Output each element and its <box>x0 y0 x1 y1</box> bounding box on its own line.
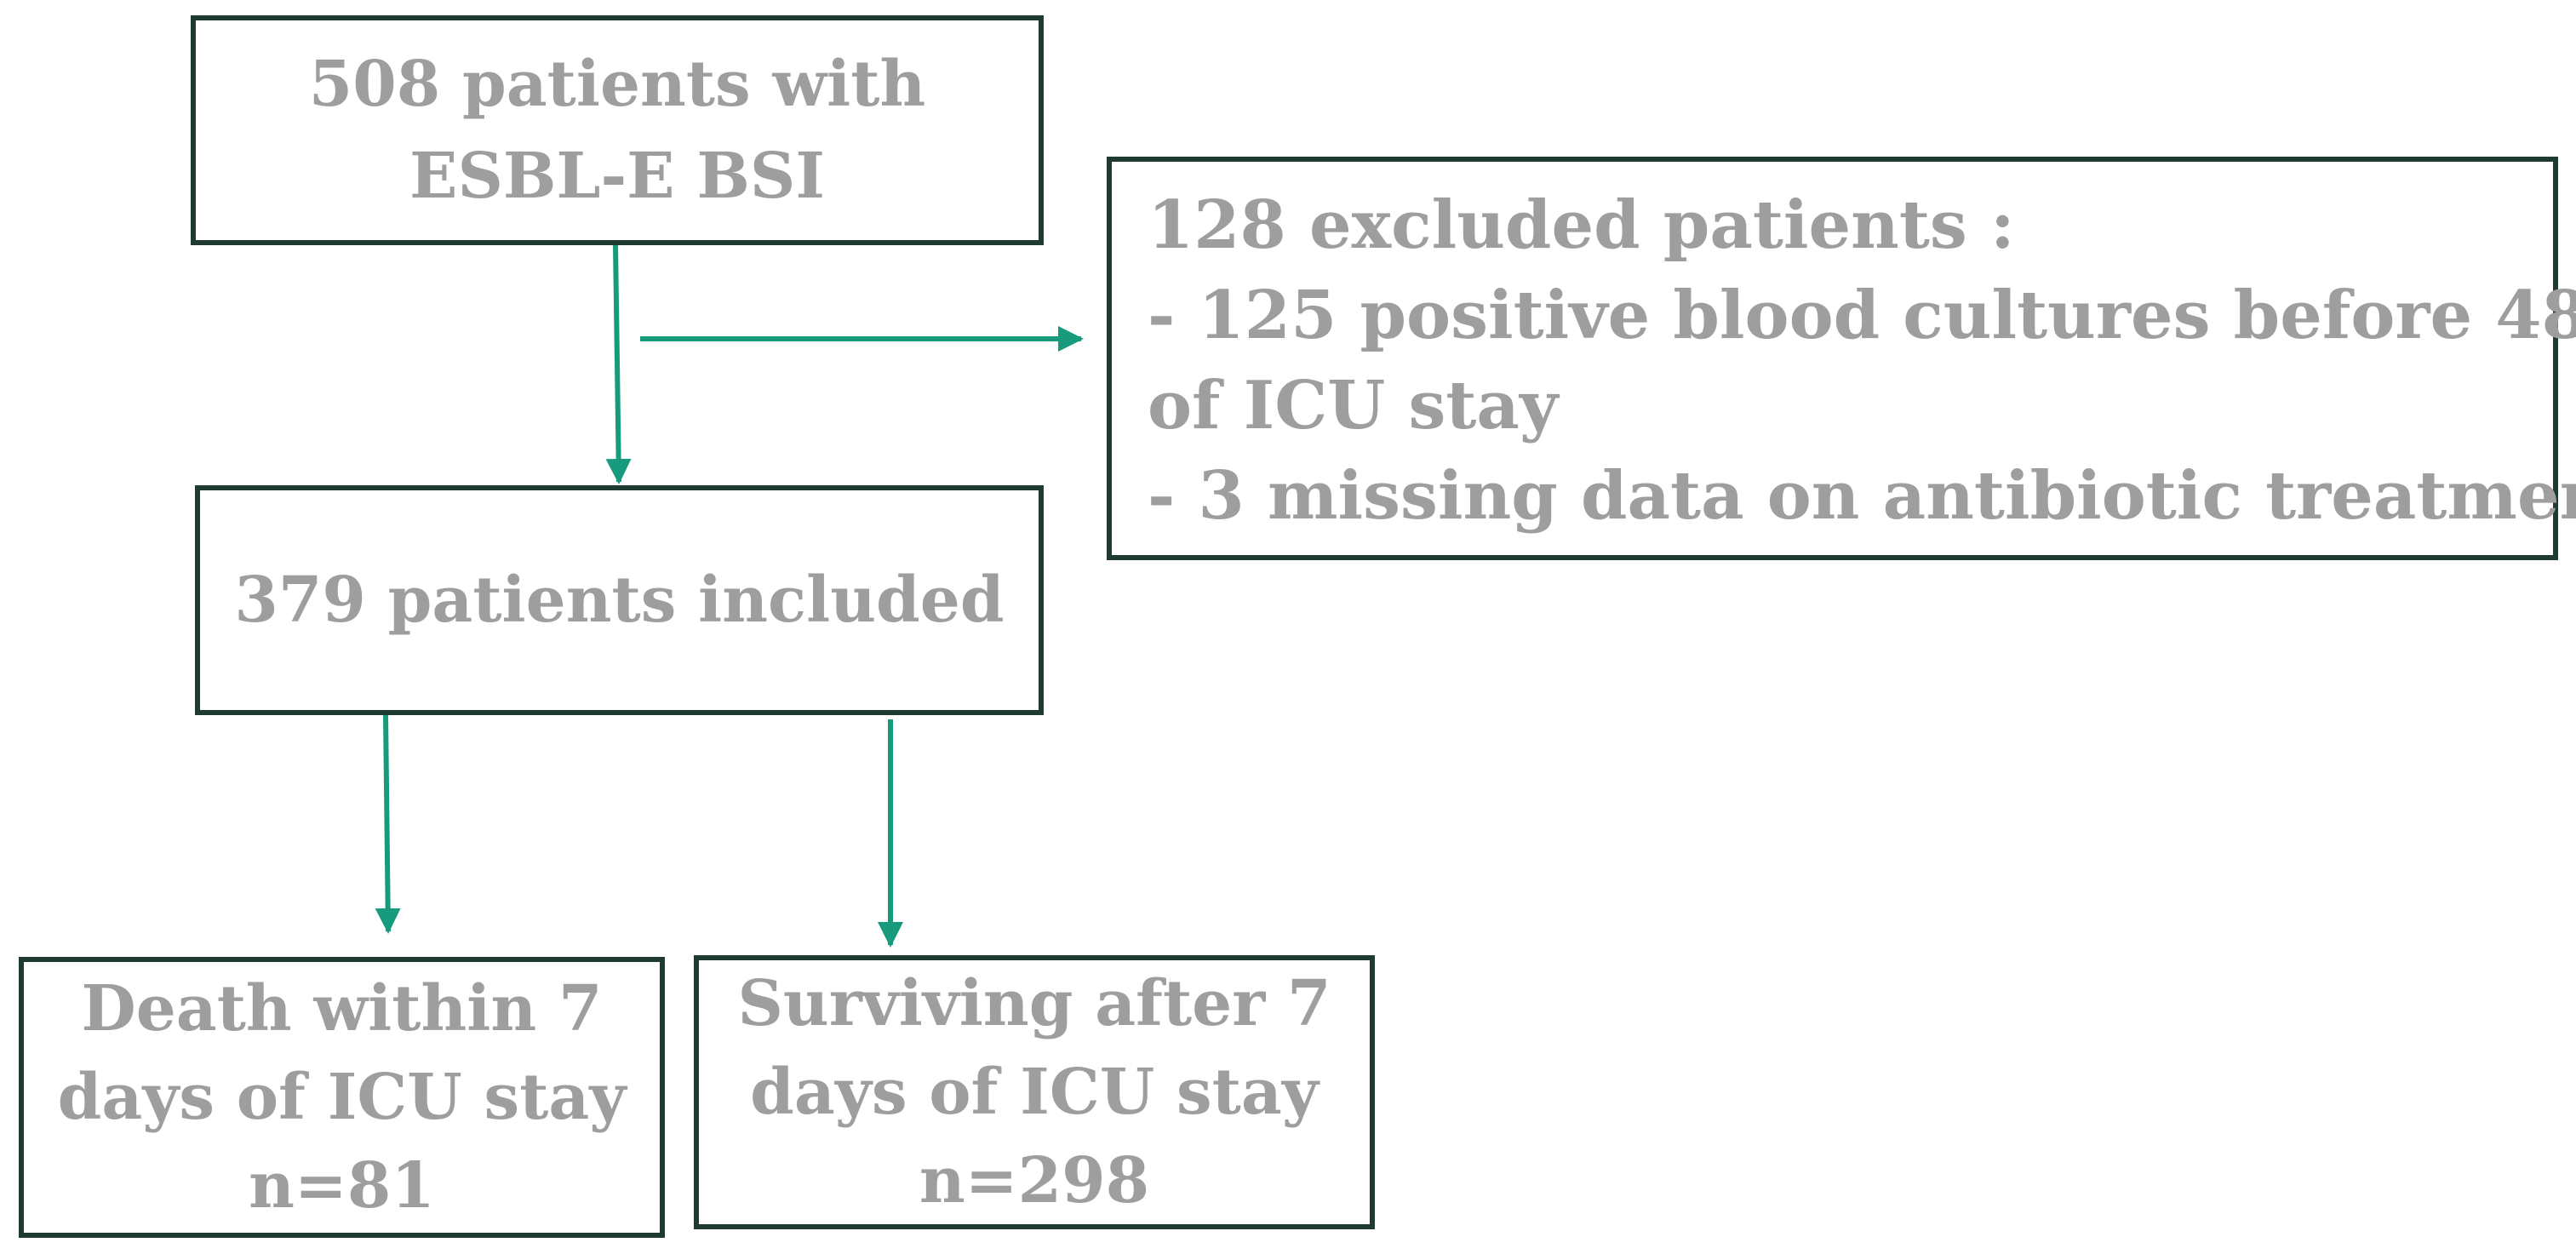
survival-outcome-line: Surviving after 7 <box>737 967 1331 1040</box>
death-outcome-count: n=81 <box>249 1149 435 1223</box>
enrolled-patients-line: ESBL-E BSI <box>409 140 825 213</box>
death-outcome-line: Death within 7 <box>81 972 603 1045</box>
death-outcome-line: days of ICU stay <box>57 1061 627 1134</box>
excluded-reason-line: - 3 missing data on antibiotic treatment <box>1148 457 2576 535</box>
survival-outcome-count: n=298 <box>919 1144 1150 1217</box>
enrolled-patients-box: 508 patients with ESBL-E BSI <box>191 15 1044 245</box>
included-patients-line: 379 patients included <box>234 564 1005 637</box>
death-outcome-box: Death within 7 days of ICU stay n=81 <box>19 957 665 1238</box>
excluded-patients-heading: 128 excluded patients : <box>1148 186 2015 264</box>
included-patients-box: 379 patients included <box>195 485 1044 715</box>
arrow-included-to-death <box>375 714 401 934</box>
arrow-enrolled-to-included <box>605 244 632 484</box>
survival-outcome-box: Surviving after 7 days of ICU stay n=298 <box>694 955 1375 1229</box>
survival-outcome-line: days of ICU stay <box>750 1056 1319 1129</box>
excluded-reason-line: of ICU stay <box>1148 367 1559 444</box>
excluded-patients-box: 128 excluded patients : - 125 positive b… <box>1107 157 2576 560</box>
excluded-reason-line: - 125 positive blood cultures before 48h <box>1148 277 2576 354</box>
enrolled-patients-line: 508 patients with <box>308 48 926 121</box>
